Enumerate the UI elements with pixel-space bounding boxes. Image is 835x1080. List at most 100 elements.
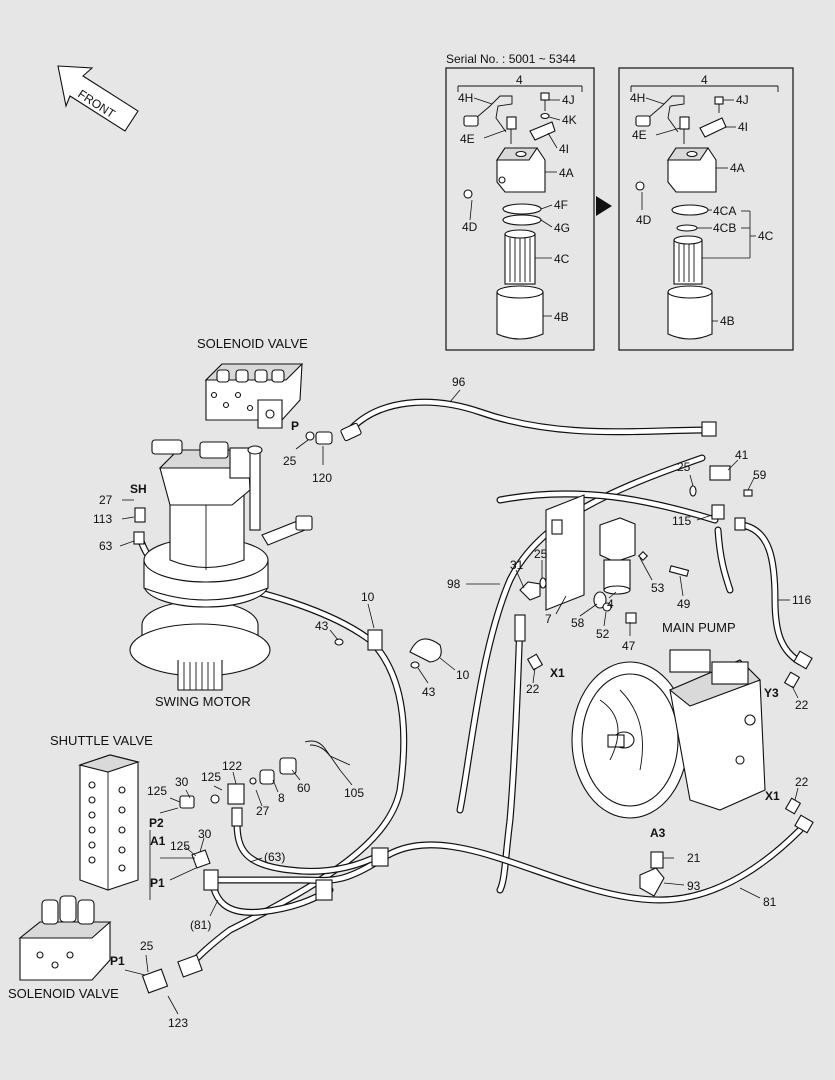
swing-motor	[129, 439, 313, 691]
label-4E-right: 4E	[632, 128, 647, 142]
callout-25-b: 25	[677, 460, 691, 474]
callout-7: 7	[545, 612, 552, 626]
callout-27-b: 27	[256, 804, 270, 818]
callout-31: 31	[510, 558, 524, 572]
title-swing-motor: SWING MOTOR	[155, 694, 251, 709]
callout-25-a: 25	[283, 454, 297, 468]
callout-113: 113	[93, 512, 112, 526]
callout-63-paren: (63)	[264, 850, 285, 864]
port-A1: A1	[150, 834, 166, 848]
callout-41: 41	[735, 448, 749, 462]
inset-left-frame	[445, 67, 595, 351]
port-P1-shuttle: P1	[150, 876, 165, 890]
callout-123: 123	[168, 1016, 188, 1030]
callout-25-c: 25	[534, 547, 548, 561]
inset-left-header: 4	[516, 73, 523, 87]
title-main-pump: MAIN PUMP	[662, 620, 736, 635]
leader-lines	[119, 389, 799, 1015]
callout-125-c: 125	[170, 839, 190, 853]
solenoid-valve-bottom	[18, 895, 112, 981]
title-solenoid-valve-top: SOLENOID VALVE	[197, 336, 308, 351]
label-4I-left: 4I	[559, 142, 569, 156]
port-A3: A3	[650, 826, 666, 840]
callouts: 96 25 120 27 113 63 41 25 59 115 25 31 9…	[93, 375, 811, 1030]
port-Y3: Y3	[764, 686, 779, 700]
callout-52: 52	[596, 627, 610, 641]
solenoid-valve-top	[204, 363, 304, 429]
inset-left-filter-assembly	[463, 92, 556, 340]
label-4B-right: 4B	[720, 314, 735, 328]
inset-right-filter-assembly	[635, 95, 727, 340]
callout-98: 98	[447, 577, 461, 591]
label-4CB-right: 4CB	[713, 221, 736, 235]
label-4E-left: 4E	[460, 132, 475, 146]
label-4C-left: 4C	[554, 252, 570, 266]
callout-116: 116	[792, 593, 811, 607]
callout-25-d: 25	[140, 939, 154, 953]
main-pump	[571, 649, 766, 819]
callout-30-b: 30	[198, 827, 212, 841]
callout-22-c: 22	[795, 775, 809, 789]
shuttle-valve	[78, 754, 140, 891]
label-4G-left: 4G	[554, 221, 570, 235]
port-SH: SH	[130, 482, 147, 496]
callout-59: 59	[753, 468, 767, 482]
callout-21: 21	[687, 851, 701, 865]
callout-27-a: 27	[99, 493, 113, 507]
label-4K-left: 4K	[562, 113, 577, 127]
callout-81-paren: (81)	[190, 918, 211, 932]
callout-4: 4	[607, 597, 614, 611]
callout-43-b: 43	[422, 685, 436, 699]
callout-22-b: 22	[795, 698, 809, 712]
port-X1-right: X1	[765, 789, 780, 803]
callout-43-a: 43	[315, 619, 329, 633]
callout-60: 60	[297, 781, 311, 795]
callout-105: 105	[344, 786, 364, 800]
transition-arrow-icon	[596, 196, 612, 216]
front-arrow-icon: FRONT	[57, 65, 139, 132]
callout-93: 93	[687, 879, 701, 893]
callout-22-a: 22	[526, 682, 540, 696]
inset-right-header: 4	[701, 73, 708, 87]
label-4A-left: 4A	[559, 166, 574, 180]
title-solenoid-valve-bottom: SOLENOID VALVE	[8, 986, 119, 1001]
port-P1-solenoid: P1	[110, 954, 125, 968]
port-P2: P2	[149, 816, 164, 830]
label-4H-left: 4H	[458, 91, 473, 105]
callout-10-a: 10	[361, 590, 375, 604]
filter-bracket-assembly	[545, 494, 636, 611]
label-4A-right: 4A	[730, 161, 745, 175]
label-4B-left: 4B	[554, 310, 569, 324]
callout-53: 53	[651, 581, 665, 595]
inset-right-frame	[618, 67, 794, 351]
label-4F-left: 4F	[554, 198, 568, 212]
label-4CA-right: 4CA	[713, 204, 736, 218]
port-P: P	[291, 419, 299, 433]
fittings	[133, 421, 814, 994]
callout-30-a: 30	[175, 775, 189, 789]
label-4H-right: 4H	[630, 91, 645, 105]
title-shuttle-valve: SHUTTLE VALVE	[50, 733, 153, 748]
port-X1-left: X1	[550, 666, 565, 680]
label-4D-right: 4D	[636, 213, 652, 227]
callout-49: 49	[677, 597, 691, 611]
serial-note: Serial No. : 5001 ~ 5344	[446, 52, 576, 66]
callout-120: 120	[312, 471, 332, 485]
callout-10-b: 10	[456, 668, 470, 682]
callout-58: 58	[571, 616, 585, 630]
label-4J-right: 4J	[736, 93, 749, 107]
callout-8: 8	[278, 791, 285, 805]
callout-125-a: 125	[147, 784, 167, 798]
label-4D-left: 4D	[462, 220, 478, 234]
callout-115: 115	[672, 514, 691, 528]
label-4J-left: 4J	[562, 93, 575, 107]
callout-122: 122	[222, 759, 242, 773]
callout-81: 81	[763, 895, 777, 909]
callout-47: 47	[622, 639, 636, 653]
label-4I-right: 4I	[738, 120, 748, 134]
callout-125-b: 125	[201, 770, 221, 784]
callout-96: 96	[452, 375, 466, 389]
label-4C-right: 4C	[758, 229, 774, 243]
callout-63: 63	[99, 539, 113, 553]
